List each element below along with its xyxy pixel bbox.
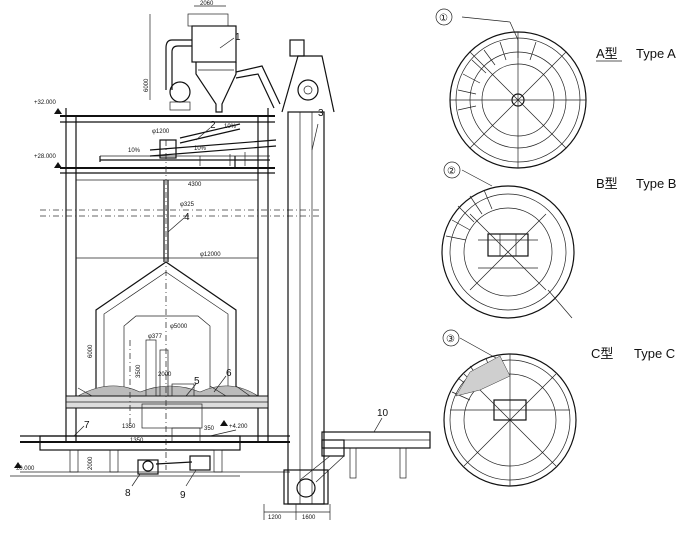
callout-6: 6 bbox=[226, 368, 232, 379]
callout-numbers: 1 2 3 4 5 6 7 8 9 10 bbox=[73, 32, 389, 501]
feed-conveyor bbox=[299, 431, 431, 483]
inner-width: 2000 bbox=[158, 372, 172, 378]
type-c-label: C型 bbox=[591, 346, 613, 361]
elevation-mid: +28.000 bbox=[34, 154, 57, 160]
cyclone-width: 2060 bbox=[200, 1, 214, 7]
callout-2: 2 bbox=[210, 120, 216, 131]
type-a-label: A型 bbox=[596, 46, 618, 61]
slope-label-3: 10% bbox=[224, 124, 237, 130]
elevator-width-1: 1200 bbox=[268, 515, 282, 521]
callout-4: 4 bbox=[184, 212, 190, 223]
type-c-en: Type C bbox=[634, 346, 675, 361]
tube-height: 3500 bbox=[136, 364, 142, 378]
type-c-plan: ③ C型 Type C bbox=[442, 329, 675, 487]
type-b-label: B型 bbox=[596, 176, 618, 191]
silo-dia: φ12000 bbox=[200, 252, 221, 258]
cyclone-height: 6000 bbox=[144, 78, 150, 92]
pipe-dia: φ325 bbox=[180, 202, 195, 208]
cyclone-separator: 2060 6000 bbox=[144, 1, 281, 113]
callout-10: 10 bbox=[377, 408, 389, 419]
type-b-plan: ② B型 Type B bbox=[441, 161, 676, 319]
callout-7: 7 bbox=[84, 420, 90, 431]
callout-5: 5 bbox=[194, 376, 200, 387]
elevator-width-2: 1600 bbox=[302, 515, 316, 521]
slope-label-2: 10% bbox=[194, 146, 207, 152]
callout-1: 1 bbox=[235, 32, 241, 43]
elevation-ground: ±0.000 bbox=[16, 466, 35, 472]
slope-label-1: 10% bbox=[128, 148, 141, 154]
elevation-top: +32.000 bbox=[34, 100, 57, 106]
callout-3: 3 bbox=[318, 108, 324, 119]
tube-dia: φ377 bbox=[148, 334, 163, 340]
silo-building: 10% 10% 10% φ1200 4300 φ325 φ12000 φ5000… bbox=[14, 100, 320, 472]
base-height: 2000 bbox=[88, 456, 94, 470]
span-dim: 4300 bbox=[188, 182, 202, 188]
elevation-low: +4.200 bbox=[229, 424, 248, 430]
base-dim-1: 1350 bbox=[122, 424, 136, 430]
cone-height: 6000 bbox=[88, 344, 94, 358]
type-a-plan: ① A型 Type A bbox=[435, 8, 676, 169]
cone-dia: φ5000 bbox=[170, 324, 188, 330]
type-b-en: Type B bbox=[636, 176, 676, 191]
distributor-dia: φ1200 bbox=[152, 129, 170, 135]
type-a-num: ① bbox=[439, 13, 448, 24]
type-b-num: ② bbox=[447, 166, 456, 177]
base-dim-3: 350 bbox=[204, 426, 215, 432]
callout-9: 9 bbox=[180, 490, 186, 501]
bucket-elevator: 1200 1600 bbox=[263, 39, 335, 521]
callout-8: 8 bbox=[125, 488, 131, 499]
type-c-num: ③ bbox=[446, 334, 455, 345]
bottom-conveyor bbox=[10, 403, 290, 477]
type-a-en: Type A bbox=[636, 46, 676, 61]
